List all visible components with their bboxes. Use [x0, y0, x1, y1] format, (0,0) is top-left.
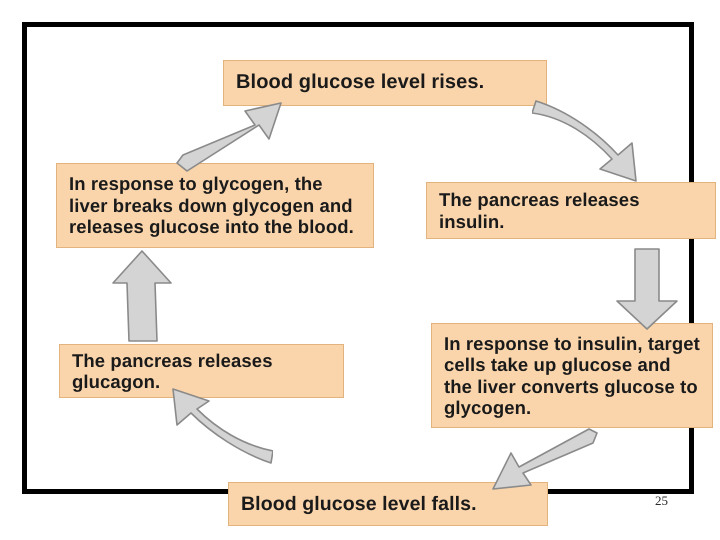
- flow-box-label: In response to insulin, target cells tak…: [444, 332, 700, 418]
- arrow-up-icon: [112, 250, 172, 342]
- flow-box-label: The pancreas releases glucagon.: [72, 349, 273, 392]
- flow-box-glucose-falls[interactable]: Blood glucose level falls.: [228, 482, 548, 526]
- flow-box-label: The pancreas releases insulin.: [439, 189, 640, 232]
- page-number: 25: [655, 493, 668, 508]
- flow-box-label: Blood glucose level falls.: [241, 492, 477, 515]
- flow-box-glycogen-response[interactable]: In response to glycogen, the liver break…: [56, 163, 374, 248]
- arrow-down-right-icon: [532, 100, 637, 182]
- flow-box-label: In response to glycogen, the liver break…: [69, 173, 354, 238]
- flow-box-pancreas-releases-glucagon[interactable]: The pancreas releases glucagon.: [59, 344, 344, 398]
- flow-box-label: Blood glucose level rises.: [236, 71, 485, 94]
- flow-box-insulin-response[interactable]: In response to insulin, target cells tak…: [431, 323, 713, 428]
- flow-box-pancreas-releases-insulin[interactable]: The pancreas releases insulin.: [426, 182, 716, 239]
- arrow-up-left-icon: [172, 388, 273, 464]
- arrow-down-icon: [616, 248, 678, 330]
- diagram-frame: Blood glucose level rises. The pancreas …: [22, 22, 716, 526]
- flow-box-glucose-rises[interactable]: Blood glucose level rises.: [223, 60, 547, 106]
- arrow-up-right-icon: [176, 102, 282, 172]
